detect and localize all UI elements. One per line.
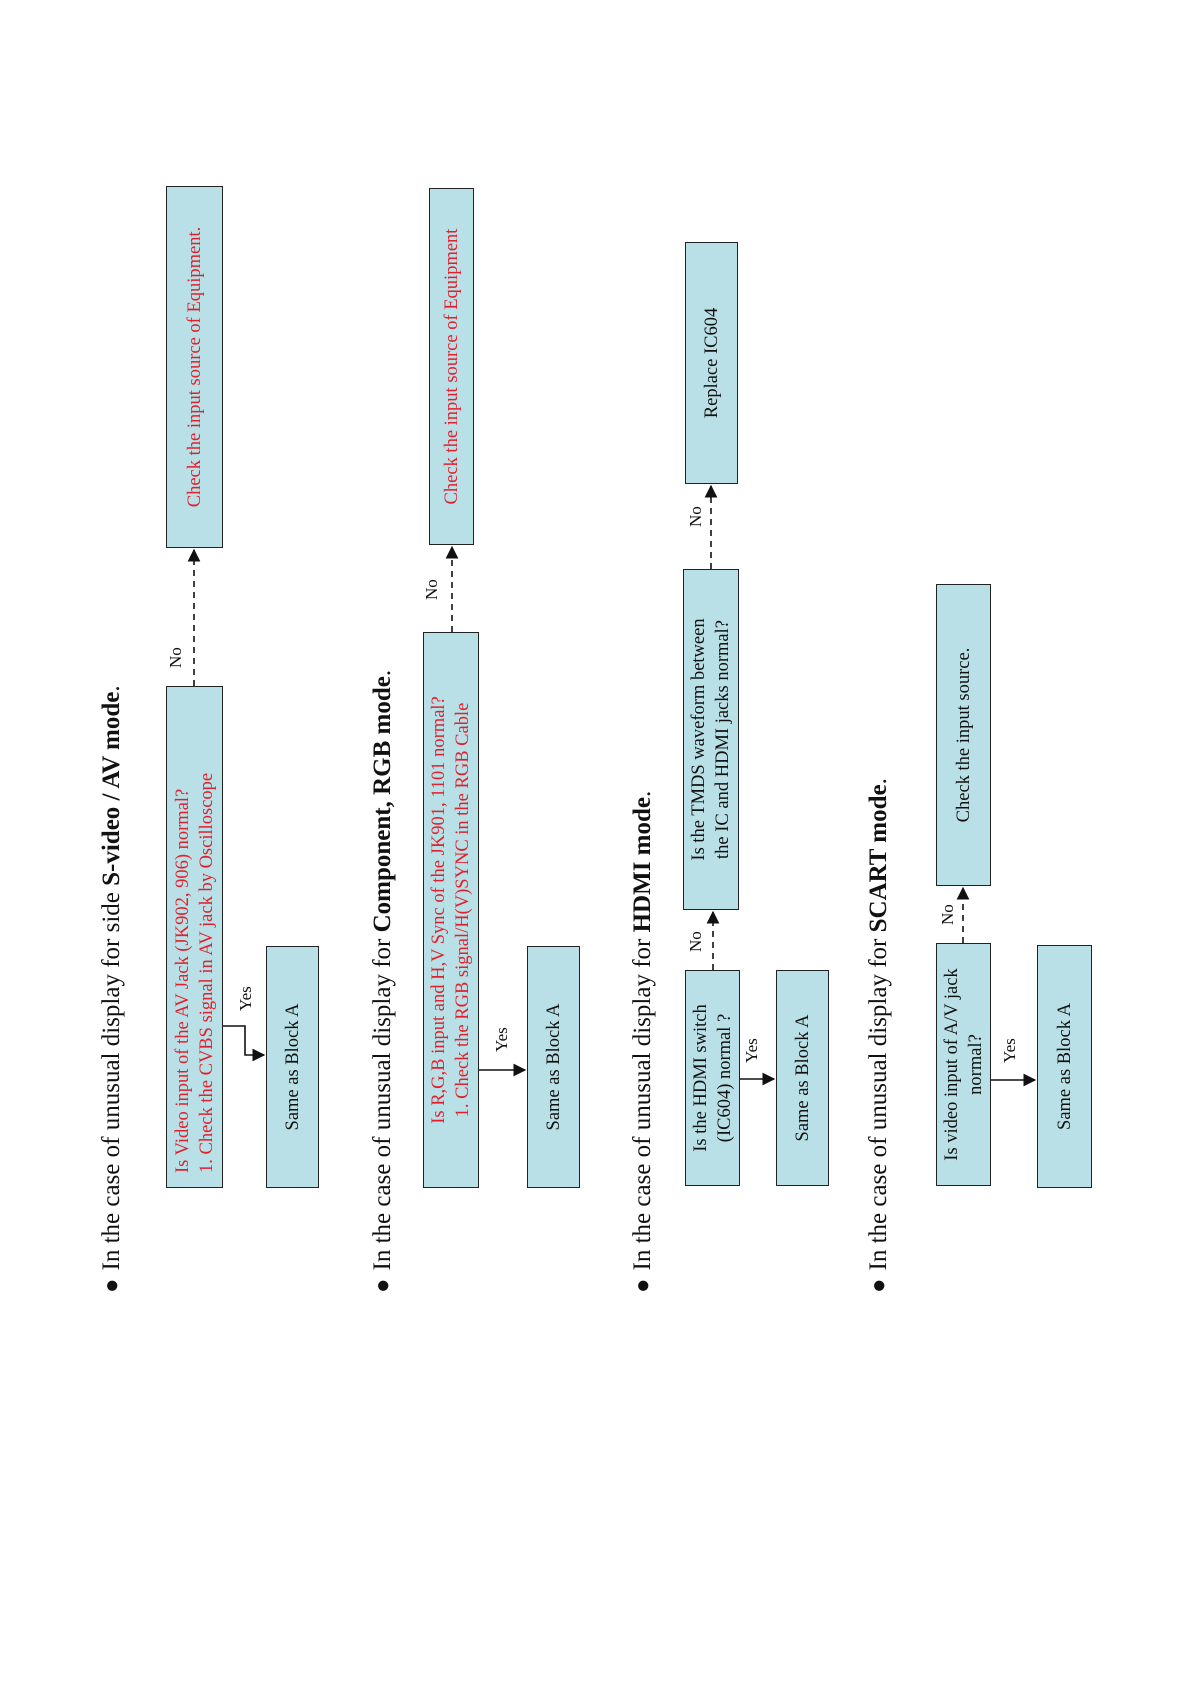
av-yes-connector [223, 1025, 266, 1062]
